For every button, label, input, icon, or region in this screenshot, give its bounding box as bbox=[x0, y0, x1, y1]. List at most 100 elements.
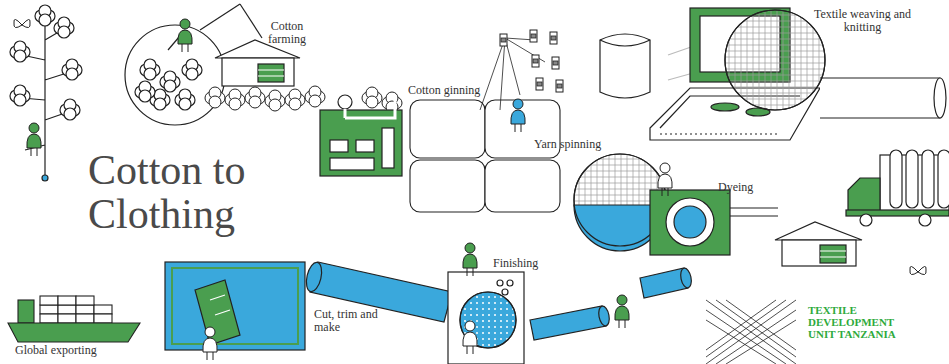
cotton-chain bbox=[205, 86, 402, 113]
step-label: Global exporting bbox=[15, 344, 135, 357]
cotton-plant-part-part bbox=[54, 17, 74, 38]
farm-house-part bbox=[258, 70, 284, 76]
truck-part bbox=[860, 214, 872, 226]
yarn-bobbins-part-part bbox=[532, 55, 539, 67]
cotton-chain-part bbox=[305, 86, 325, 107]
ginning-machine-part bbox=[382, 128, 394, 168]
yarn-bobbins-part-part bbox=[500, 34, 507, 46]
tailor-figure bbox=[203, 327, 217, 360]
cotton-plant-part bbox=[10, 5, 82, 120]
cotton-plant-part-part bbox=[10, 85, 30, 106]
cargo-ship-part-part bbox=[58, 296, 76, 305]
cotton-bales-part bbox=[485, 160, 560, 212]
dyeing-machine-part bbox=[650, 190, 730, 255]
cotton-bales bbox=[410, 100, 560, 212]
truck-part bbox=[890, 150, 902, 208]
yarn-bobbins-part-part bbox=[550, 32, 557, 44]
yarn-bobbins-part-part bbox=[531, 34, 536, 38]
cargo-ship bbox=[8, 296, 140, 342]
operator-figure bbox=[463, 321, 477, 354]
farm-house-part bbox=[222, 58, 294, 86]
spinner-figure bbox=[511, 99, 525, 132]
cargo-ship-part-part bbox=[94, 314, 112, 323]
fabric-rolls-part bbox=[597, 305, 611, 327]
farm-magnifier-part bbox=[135, 59, 202, 110]
yarn-bobbins-part-part bbox=[536, 78, 543, 90]
butterfly-part bbox=[14, 19, 30, 27]
warehouse bbox=[775, 222, 862, 266]
dyeing-machine-part bbox=[730, 208, 778, 216]
cotton-chain-part bbox=[362, 87, 382, 108]
yarn-bobbins-part bbox=[480, 38, 545, 110]
farm-house bbox=[215, 40, 300, 86]
cutting-board bbox=[165, 262, 305, 350]
truck bbox=[846, 150, 949, 226]
cargo-ship-part bbox=[18, 300, 34, 323]
logo-mark-part bbox=[706, 300, 796, 364]
finishing-machine bbox=[448, 272, 524, 364]
warehouse-part bbox=[820, 245, 846, 263]
yarn-bobbins-part-part bbox=[537, 82, 542, 86]
cotton-plant-part-part bbox=[62, 59, 82, 80]
farm-magnifier-part-part bbox=[140, 59, 160, 80]
picker-figure bbox=[178, 19, 192, 52]
farm-magnifier-part-part bbox=[175, 89, 195, 110]
cargo-ship-part-part bbox=[58, 314, 76, 323]
cutting-board-part bbox=[195, 280, 240, 345]
weaving-machine-part bbox=[934, 78, 946, 118]
cargo-ship-part-part bbox=[94, 305, 112, 314]
cotton-chain-part bbox=[225, 89, 245, 110]
yarn-bobbins-part-part bbox=[530, 30, 537, 42]
cargo-ship-part-part bbox=[76, 296, 94, 305]
step-label: Cotton ginning bbox=[408, 84, 508, 97]
farmer-figure bbox=[27, 123, 41, 156]
ginning-machine-part bbox=[320, 110, 402, 176]
cargo-ship-part bbox=[40, 296, 112, 323]
warehouse-part bbox=[775, 222, 862, 240]
cargo-ship-part-part bbox=[40, 305, 58, 314]
finishing-machine-part bbox=[497, 280, 503, 286]
cotton-plant-part bbox=[42, 175, 48, 181]
weaving-machine-part bbox=[725, 10, 825, 110]
weaving-machine-part bbox=[711, 103, 739, 111]
cargo-ship-part bbox=[8, 323, 140, 342]
cotton-plant-part-part bbox=[35, 5, 55, 26]
cotton-chain-part bbox=[245, 87, 265, 108]
weaving-machine-part bbox=[725, 10, 825, 110]
fabric-rolls-part bbox=[679, 267, 693, 289]
cargo-ship-part-part bbox=[40, 296, 58, 305]
farm-magnifier-part-part bbox=[182, 59, 202, 80]
ginning-machine bbox=[320, 95, 402, 176]
fabric-rolls-part bbox=[530, 306, 606, 340]
ginning-machine-part bbox=[330, 158, 374, 170]
truck-part bbox=[848, 178, 880, 212]
cotton-bales-part bbox=[410, 160, 485, 212]
ginning-machine-part bbox=[338, 95, 352, 109]
yarn-spool-part bbox=[600, 40, 650, 46]
ginning-machine-part bbox=[345, 100, 395, 118]
step-label: Dyeing bbox=[718, 181, 778, 194]
truck-part bbox=[846, 210, 949, 216]
weaving-machine bbox=[650, 8, 946, 140]
yarn-bobbins bbox=[480, 30, 563, 110]
step-label: Textile weaving and knitting bbox=[800, 8, 925, 34]
yarn-spool-part bbox=[600, 34, 650, 98]
dyer-figure bbox=[658, 163, 672, 196]
cargo-ship-part-part bbox=[40, 314, 58, 323]
finishing-machine-part bbox=[502, 289, 508, 295]
dyeing-machine-part bbox=[666, 198, 714, 246]
farm-magnifier-part bbox=[125, 25, 225, 125]
finishing-machine-part bbox=[507, 280, 513, 286]
farm-magnifier-part-part bbox=[135, 81, 155, 102]
ginning-machine-part bbox=[330, 140, 348, 152]
step-label: Yarn spinning bbox=[534, 138, 644, 151]
yarn-bobbins-part-part bbox=[553, 61, 558, 65]
warehouse-part bbox=[782, 240, 856, 266]
truck-part bbox=[919, 214, 931, 226]
yarn-bobbins-part-part bbox=[501, 38, 506, 42]
yarn-bobbins-part-part bbox=[551, 36, 556, 40]
weaving-machine-part bbox=[660, 133, 780, 134]
fabric-roll-part bbox=[304, 261, 324, 293]
cotton-plant bbox=[10, 5, 82, 181]
